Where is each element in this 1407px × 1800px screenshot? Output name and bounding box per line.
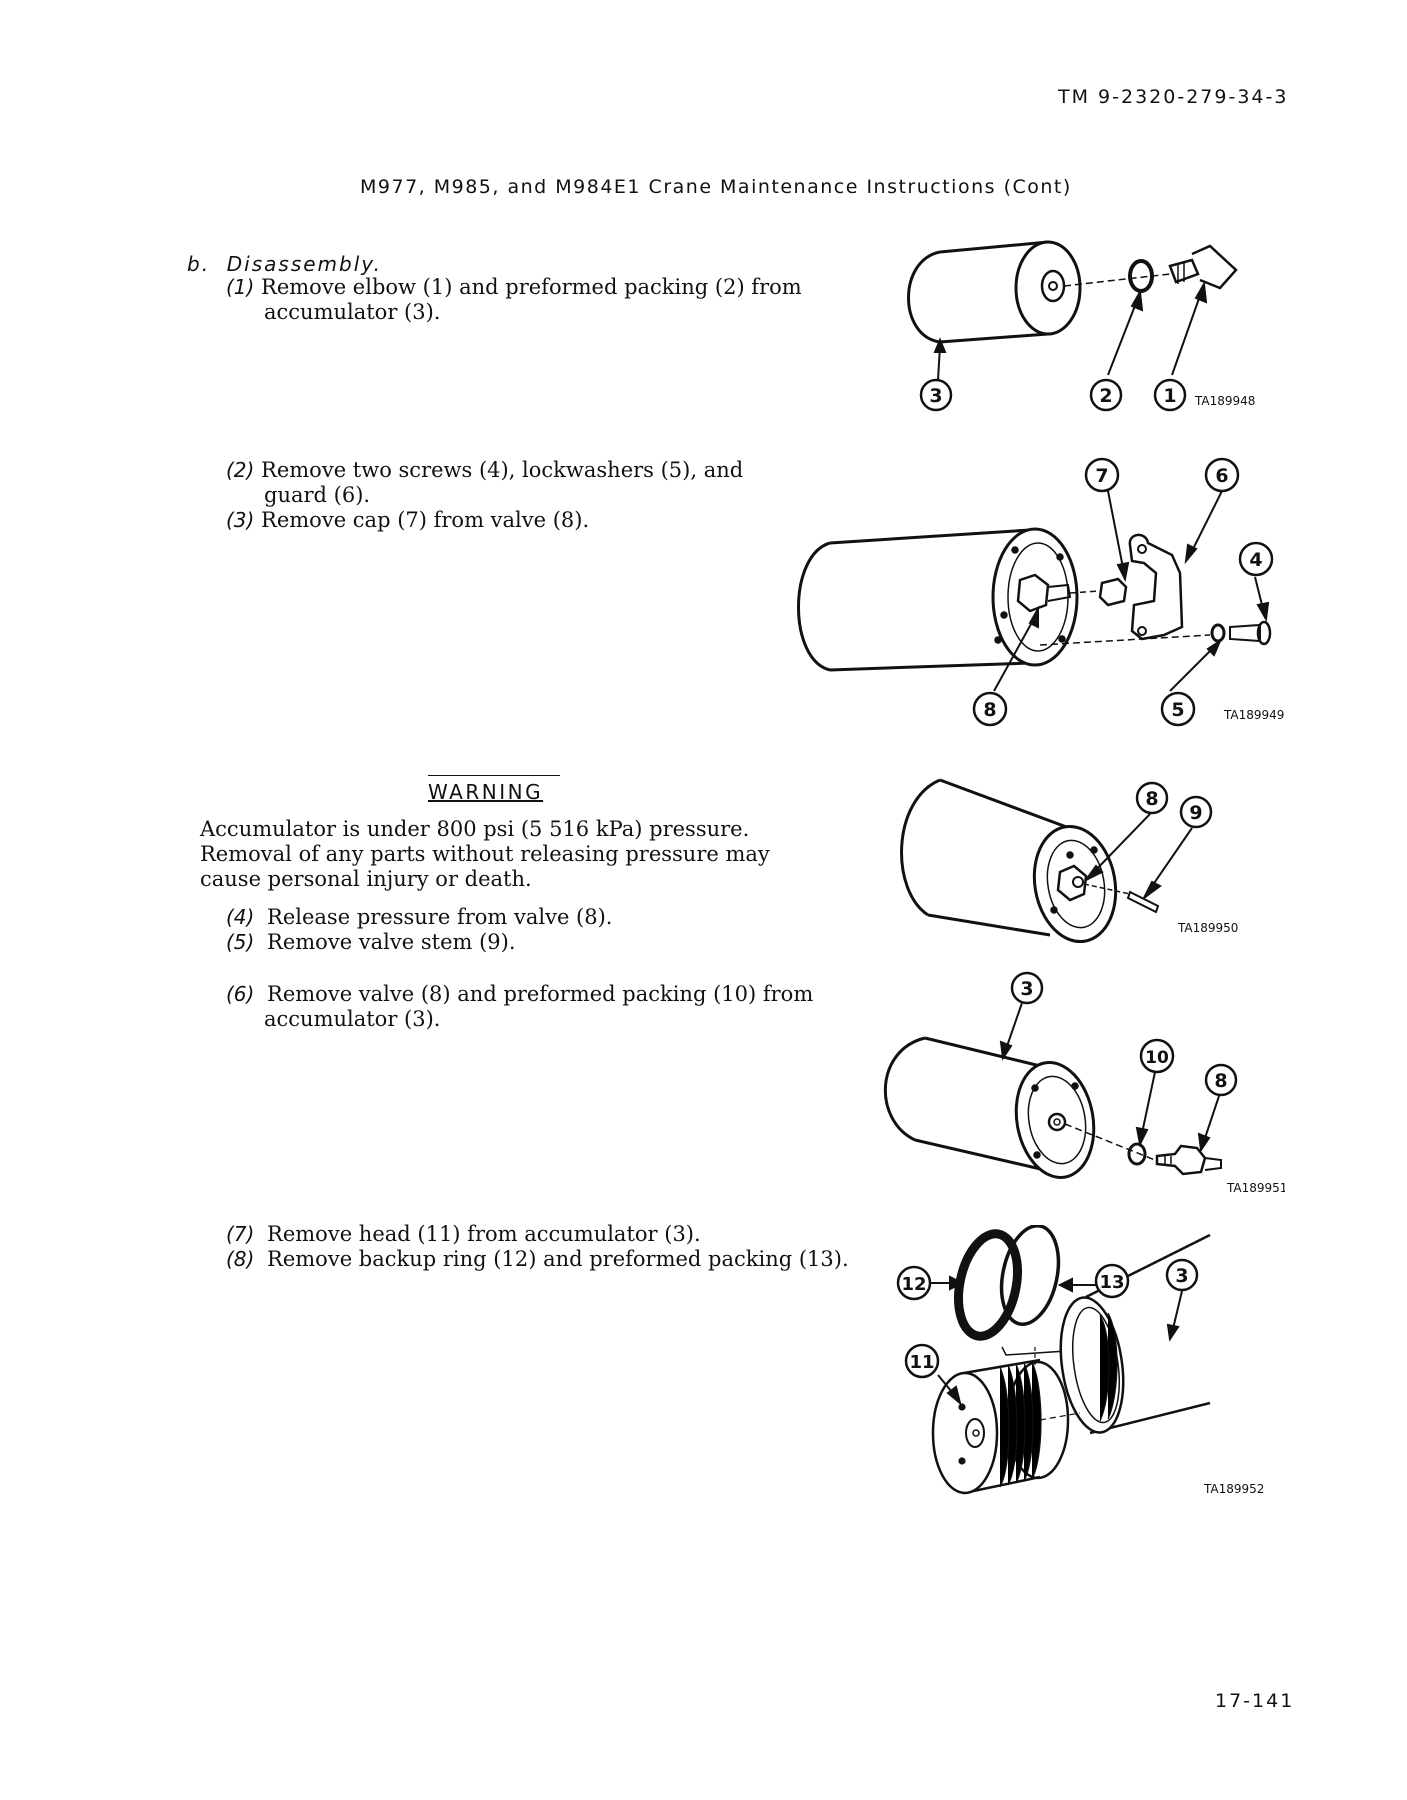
step-number: (5) <box>226 930 255 954</box>
warning-line: Removal of any parts without releasing p… <box>200 842 770 866</box>
step-4: (4) Release pressure from valve (8). <box>226 905 826 930</box>
figure-ta189952: 12 13 3 11 TA189952 <box>890 1224 1270 1515</box>
figure-id: TA189948 <box>1194 394 1255 408</box>
page-title: M977, M985, and M984E1 Crane Maintenance… <box>360 176 1072 198</box>
step-text: Remove elbow (1) and preformed packing (… <box>261 275 802 299</box>
document-number: TM 9-2320-279-34-3 <box>1058 86 1289 108</box>
warning-line: cause personal injury or death. <box>200 867 532 891</box>
callout-2: 2 <box>1099 385 1112 407</box>
callout-10: 10 <box>1145 1048 1169 1068</box>
step-text: Remove valve stem (9). <box>267 930 516 954</box>
figure-id: TA189949 <box>1223 708 1284 722</box>
valve-stem-illustration: 8 9 TA189950 <box>900 778 1238 944</box>
callout-8: 8 <box>1214 1070 1227 1092</box>
figure-id: TA189951 <box>1226 1181 1285 1195</box>
step-3: (3) Remove cap (7) from valve (8). <box>226 508 826 533</box>
head-backup-ring-illustration: 12 13 3 11 TA189952 <box>896 1224 1264 1496</box>
callout-12: 12 <box>901 1274 926 1295</box>
step-number: (8) <box>226 1247 255 1271</box>
callout-5: 5 <box>1171 699 1184 721</box>
step-number: (1) <box>226 275 255 299</box>
figure-id: TA189950 <box>1177 921 1238 935</box>
figure-ta189948: 3 2 1 TA189948 <box>880 230 1260 420</box>
step-text-cont: accumulator (3). <box>264 300 441 324</box>
step-text-cont: guard (6). <box>264 483 371 507</box>
step-text: Remove head (11) from accumulator (3). <box>267 1222 701 1246</box>
callout-7: 7 <box>1095 465 1108 487</box>
callout-4: 4 <box>1249 549 1262 571</box>
warning-line: Accumulator is under 800 psi (5 516 kPa)… <box>200 817 750 841</box>
step-number: (2) <box>226 458 255 482</box>
guard-cap-illustration: 7 6 4 8 5 TA189949 <box>797 457 1284 727</box>
section-title: Disassembly. <box>226 252 382 276</box>
figure-ta189950: 8 9 TA189950 <box>880 770 1260 950</box>
callout-9: 9 <box>1189 802 1202 824</box>
page-number: 17-141 <box>1215 1690 1295 1712</box>
step-2: (2) Remove two screws (4), lockwashers (… <box>226 458 826 508</box>
section-heading: b. Disassembly. <box>187 252 382 276</box>
step-6: (6) Remove valve (8) and preformed packi… <box>226 982 846 1032</box>
valve-packing-illustration: 3 10 8 TA189951 <box>883 971 1287 1195</box>
step-text: Release pressure from valve (8). <box>267 905 613 929</box>
callout-3: 3 <box>929 385 942 407</box>
step-number: (6) <box>226 982 255 1006</box>
callout-11: 11 <box>909 1352 934 1373</box>
figure-ta189951: 3 10 8 TA189951 <box>865 970 1287 1200</box>
callout-3: 3 <box>1175 1265 1188 1287</box>
step-text: Remove two screws (4), lockwashers (5), … <box>261 458 744 482</box>
callout-8: 8 <box>983 699 996 721</box>
step-text: Remove cap (7) from valve (8). <box>261 508 590 532</box>
step-7: (7) Remove head (11) from accumulator (3… <box>226 1222 866 1247</box>
warning-text: Accumulator is under 800 psi (5 516 kPa)… <box>200 817 840 892</box>
warning-rule <box>428 775 560 776</box>
figure-id: TA189952 <box>1203 1482 1264 1496</box>
accumulator-elbow-illustration: 3 2 1 TA189948 <box>907 240 1255 412</box>
section-label: b. <box>187 252 211 276</box>
step-text: Remove backup ring (12) and preformed pa… <box>267 1247 849 1271</box>
step-number: (7) <box>226 1222 255 1246</box>
step-number: (3) <box>226 508 255 532</box>
warning-heading: WARNING <box>428 780 544 804</box>
step-1: (1) Remove elbow (1) and preformed packi… <box>226 275 826 325</box>
callout-3: 3 <box>1020 978 1033 1000</box>
callout-13: 13 <box>1099 1272 1124 1293</box>
callout-8: 8 <box>1145 788 1158 810</box>
step-text: Remove valve (8) and preformed packing (… <box>267 982 814 1006</box>
callout-6: 6 <box>1215 465 1228 487</box>
figure-ta189949: 7 6 4 8 5 TA189949 <box>790 455 1290 735</box>
step-5: (5) Remove valve stem (9). <box>226 930 826 955</box>
callout-1: 1 <box>1163 385 1176 407</box>
step-8: (8) Remove backup ring (12) and preforme… <box>226 1247 866 1272</box>
step-number: (4) <box>226 905 255 929</box>
step-text-cont: accumulator (3). <box>264 1007 441 1031</box>
